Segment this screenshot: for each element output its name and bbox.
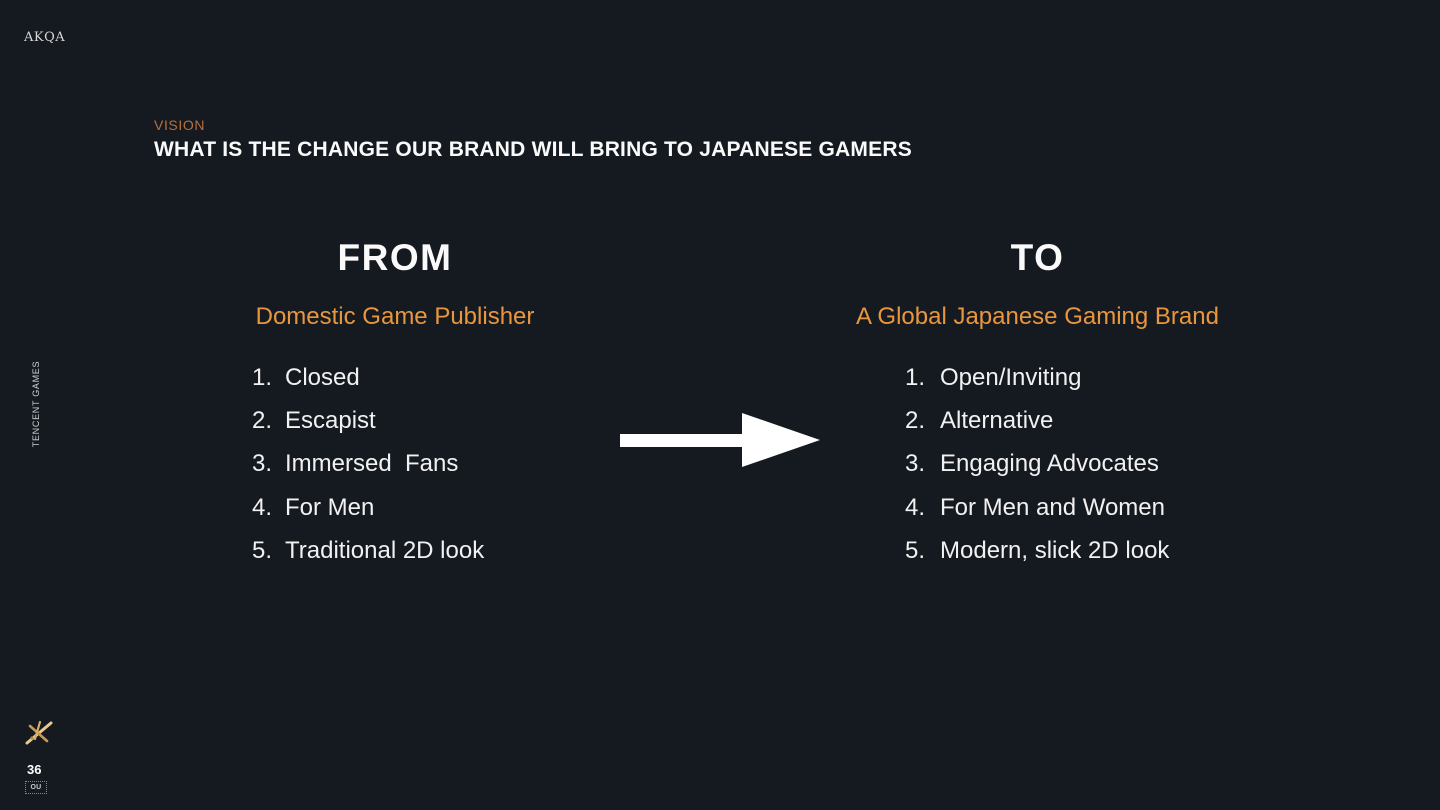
list-item: 4. For Men — [155, 486, 635, 529]
to-heading: TO — [1010, 237, 1065, 278]
item-label: For Men — [285, 493, 375, 521]
from-subtitle: Domestic Game Publisher — [255, 303, 535, 330]
from-list: 1. Closed 2. Escapist 3. Immersed Fans 4… — [155, 356, 635, 572]
item-label: Immersed Fans — [285, 450, 459, 478]
item-label: Engaging Advocates — [940, 450, 1159, 478]
page-number: 36 — [27, 762, 42, 777]
item-number: 2. — [904, 406, 925, 434]
page-title: WHAT IS THE CHANGE OUR BRAND WILL BRING … — [154, 138, 912, 161]
item-label: Open/Inviting — [940, 363, 1082, 391]
list-item: 5. Traditional 2D look — [155, 529, 635, 572]
right-arrow-icon — [620, 410, 822, 470]
item-label: Alternative — [940, 406, 1054, 434]
spark-icon — [22, 716, 56, 750]
item-number: 5. — [251, 536, 272, 564]
tencent-games-side-label: TENCENT GAMES — [31, 360, 41, 448]
list-item: 5. Modern, slick 2D look — [797, 529, 1278, 572]
item-label: Closed — [285, 363, 360, 391]
item-number: 2. — [251, 406, 272, 434]
item-label: Modern, slick 2D look — [940, 536, 1170, 564]
item-number: 4. — [251, 493, 272, 521]
list-item: 1. Closed — [155, 356, 635, 399]
item-label: For Men and Women — [940, 493, 1165, 521]
item-number: 1. — [904, 363, 925, 391]
item-number: 5. — [904, 536, 925, 564]
item-number: 4. — [904, 493, 925, 521]
from-heading: FROM — [337, 237, 453, 278]
to-subtitle: A Global Japanese Gaming Brand — [856, 303, 1219, 330]
item-number: 3. — [251, 450, 272, 478]
item-number: 3. — [904, 450, 925, 478]
akqa-logo: AKQA — [24, 30, 66, 45]
list-item: 2. Escapist — [155, 399, 635, 442]
stamp-icon: OU — [25, 781, 47, 794]
to-column: TO A Global Japanese Gaming Brand 1. Ope… — [797, 238, 1278, 578]
to-list: 1. Open/Inviting 2. Alternative 3. Engag… — [797, 356, 1278, 572]
list-item: 2. Alternative — [797, 399, 1278, 442]
from-column: FROM Domestic Game Publisher 1. Closed 2… — [155, 238, 635, 578]
item-label: Escapist — [285, 406, 376, 434]
list-item: 1. Open/Inviting — [797, 356, 1278, 399]
item-label: Traditional 2D look — [285, 536, 485, 564]
list-item: 4. For Men and Women — [797, 486, 1278, 529]
list-item: 3. Engaging Advocates — [797, 443, 1278, 486]
section-eyebrow: VISION — [154, 117, 206, 133]
item-number: 1. — [251, 363, 272, 391]
list-item: 3. Immersed Fans — [155, 443, 635, 486]
